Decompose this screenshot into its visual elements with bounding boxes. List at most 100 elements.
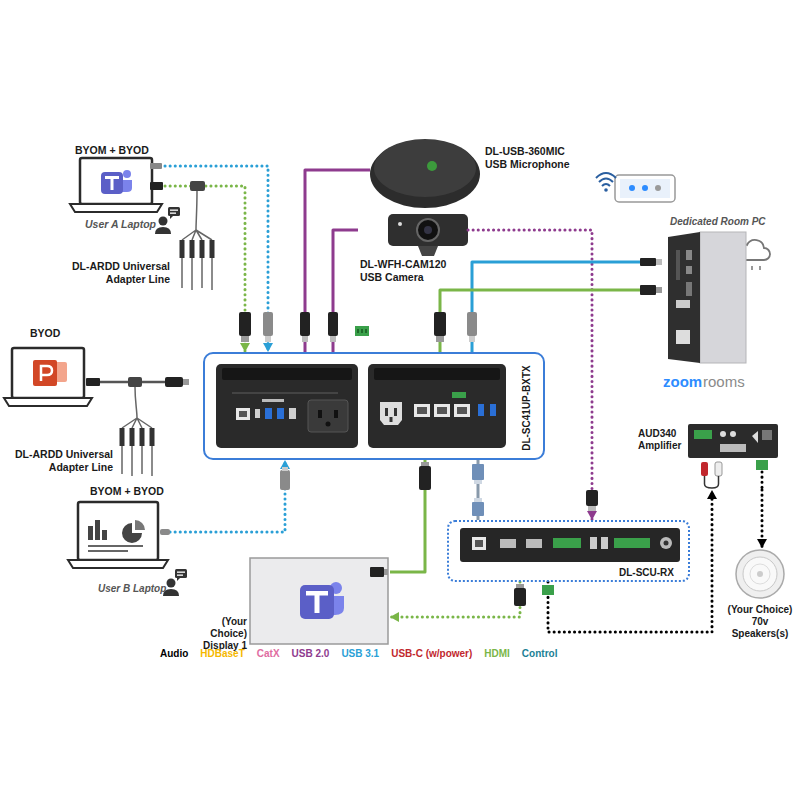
legend-text: USB 2.0	[292, 648, 330, 659]
adapter-dongles-part	[120, 428, 155, 446]
adapter-node: DL-ARDD Universal Adapter Line	[60, 238, 215, 293]
legend: AudioHDBaseTCatXUSB 2.0USB 3.1USB-C (w/p…	[160, 648, 557, 659]
plug-icon-part	[160, 529, 170, 535]
device-label: Dedicated Room PC	[670, 216, 766, 228]
amplifier-part	[762, 430, 772, 440]
legend-swatch: USB 2.0	[292, 648, 330, 659]
arrow-head	[707, 490, 717, 499]
hub-panels-part	[255, 409, 260, 418]
cable-connector	[165, 186, 250, 352]
tablet-controller-part	[655, 185, 661, 191]
adapter-dongles-part-part	[210, 240, 215, 258]
display-screen-part	[250, 558, 388, 644]
person-icon-part	[170, 213, 176, 214]
hub-panels-part	[414, 404, 430, 417]
arrow-head	[240, 343, 250, 352]
person-icon-part	[177, 578, 180, 581]
legend-swatch: HDMI	[484, 648, 510, 659]
receiver-device-part	[553, 538, 581, 548]
hub-panels-part	[457, 407, 467, 414]
cable-connector	[757, 490, 767, 548]
arrow-head	[263, 343, 273, 352]
cable-connector	[468, 230, 597, 520]
device-label: AUD340 Amplifier	[638, 428, 690, 452]
device-label: BYOD	[30, 327, 60, 340]
legend-swatch: CatX	[257, 648, 280, 659]
receiver-device-part	[500, 539, 516, 548]
plug-icon-part	[357, 329, 359, 333]
device-label: rooms	[703, 374, 745, 391]
hub-panels-part	[437, 407, 447, 414]
device-label: DL-SCU-RX	[619, 567, 674, 579]
adapter-dongles-part	[182, 258, 212, 290]
speaker-node: (Your Choice) 70v Speakers(s)	[722, 548, 800, 643]
plug-icon-part	[419, 466, 431, 490]
room-pc-part	[676, 300, 690, 308]
receiver-device	[460, 528, 680, 562]
cable-connector	[472, 262, 660, 352]
ceiling-speaker-part	[743, 557, 777, 591]
adapter-dongles-part	[135, 387, 137, 418]
tablet-controller-part	[596, 173, 616, 186]
adapter-dongles-part	[122, 418, 152, 428]
microphone-part	[427, 161, 437, 171]
legend-swatch: USB-C (w/power)	[391, 648, 472, 659]
plug-icon-part	[365, 329, 367, 333]
room-pc-part	[676, 250, 680, 280]
adapter-dongles	[120, 387, 155, 476]
person-icon-part	[167, 579, 176, 588]
laptop-b	[68, 502, 168, 568]
person-icon-part	[170, 210, 178, 211]
plug-icon-part	[150, 182, 163, 190]
room-pc-node: Dedicated Room PCzoomrooms	[660, 214, 778, 399]
hub-panels-part	[236, 408, 250, 420]
room-pc-part	[686, 266, 692, 274]
amplifier-part	[752, 431, 758, 443]
person-icon-part	[170, 216, 173, 219]
tablet-controller-part	[604, 188, 608, 192]
receiver-device-part	[601, 537, 608, 549]
hub-panels-part	[374, 368, 500, 380]
person-icon-part	[159, 217, 168, 226]
plug-icon-part	[263, 312, 273, 336]
legend-text: HDBaseT	[200, 648, 244, 659]
plug-icon-part	[302, 336, 308, 342]
display-screen-part	[300, 585, 334, 619]
room-pc-part	[686, 282, 692, 296]
room-pc-part	[668, 232, 700, 363]
amplifier-part	[715, 462, 722, 476]
adapter-dongles-part-part	[150, 428, 155, 446]
plug-icon-part	[434, 312, 446, 336]
adapter-dongles-part-part	[130, 428, 135, 446]
receiver-device-part	[660, 537, 672, 549]
adapter-dongles-part-part	[140, 428, 145, 446]
laptop-byod-part	[86, 378, 100, 386]
legend-text: Audio	[160, 648, 188, 659]
camera-part	[418, 246, 438, 256]
amplifier-part	[756, 460, 768, 470]
room-pc-part	[676, 330, 690, 344]
plug-icon	[150, 163, 662, 606]
amplifier-part	[701, 462, 708, 476]
plug-icon-part	[542, 585, 554, 595]
device-label: User A Laptop	[85, 218, 156, 231]
hub-panels-part	[318, 410, 322, 418]
laptop-a-part	[101, 172, 123, 194]
hub-panels-part	[385, 408, 388, 416]
hub-panels-part	[454, 404, 470, 417]
plug-icon-part	[586, 490, 598, 506]
arrow-head	[587, 511, 597, 520]
plug-icon-part	[282, 467, 288, 471]
adapter-dongles-part	[180, 240, 215, 258]
amplifier-part	[761, 472, 764, 488]
plug-icon-part	[239, 312, 251, 336]
plug-icon-part	[656, 259, 662, 265]
receiver-device-part	[664, 541, 669, 546]
device-label: DL-SC41UP-BXTX	[521, 365, 533, 451]
cable-line	[165, 186, 245, 352]
display-screen-part	[315, 591, 320, 613]
room-pc-part	[686, 250, 692, 260]
